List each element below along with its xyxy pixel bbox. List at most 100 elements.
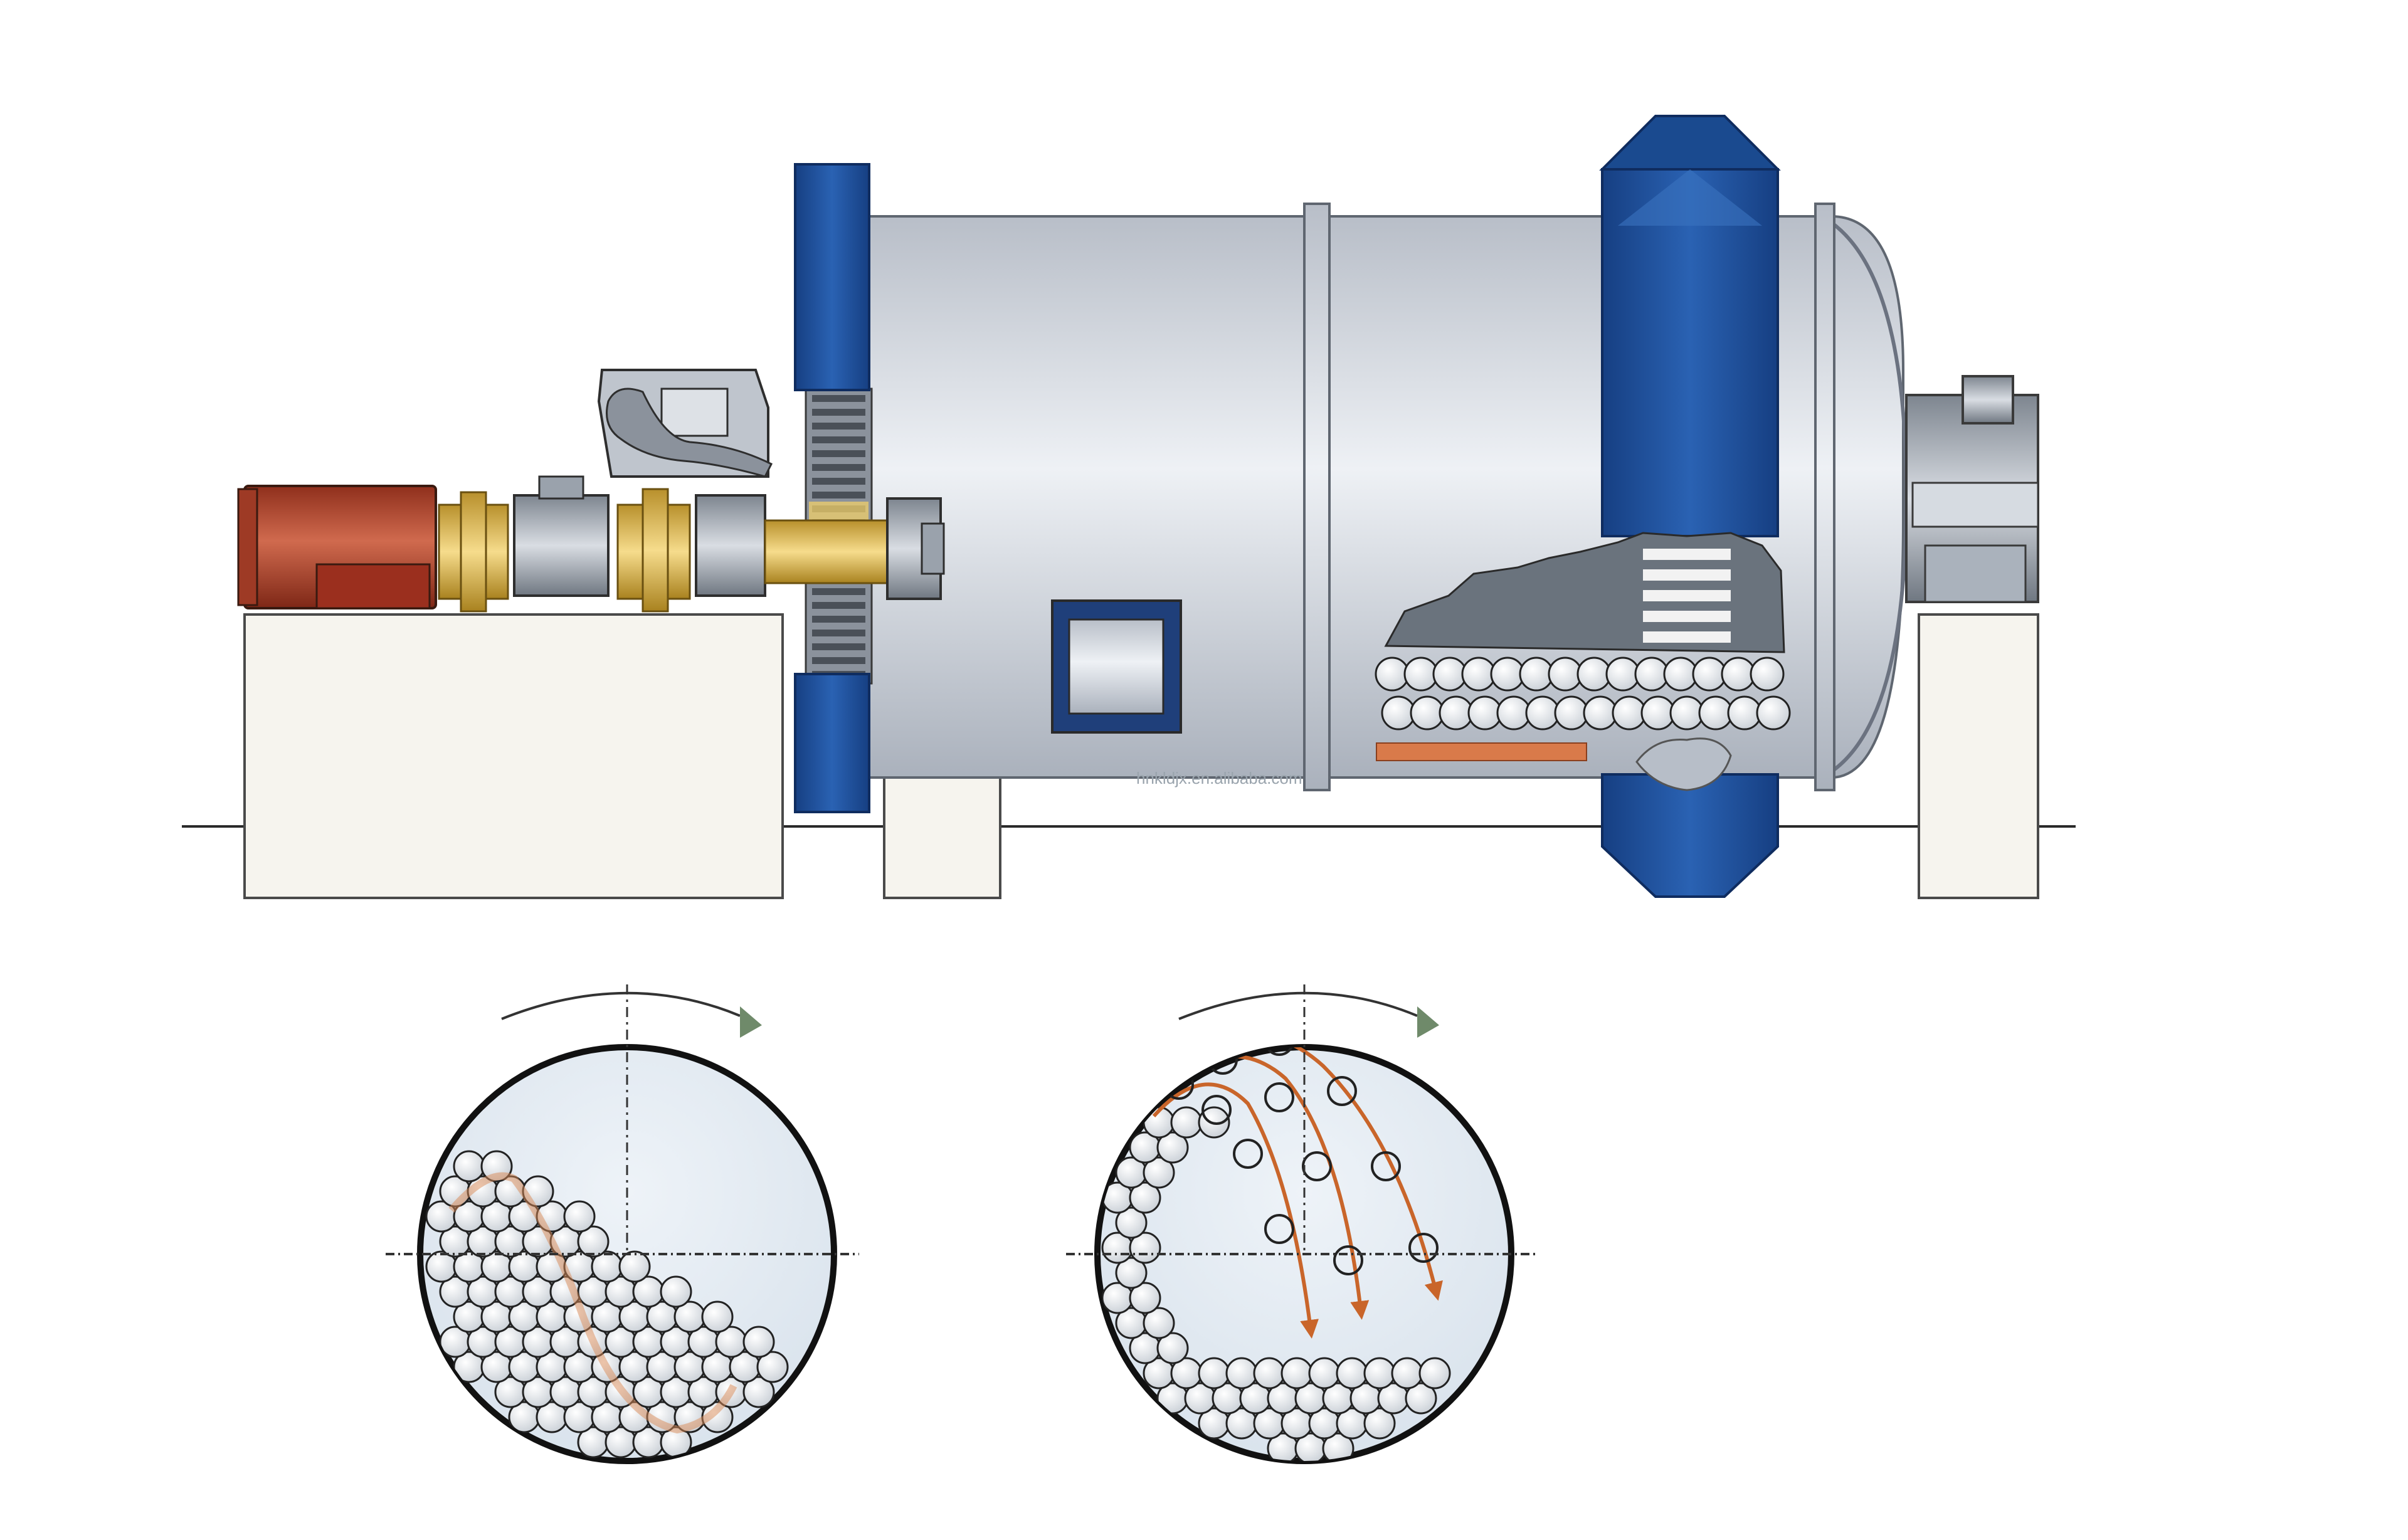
airborne-ball bbox=[1333, 1245, 1363, 1275]
liner-plates bbox=[1643, 549, 1731, 643]
grinding-ball bbox=[1170, 1106, 1203, 1139]
grinding-ball bbox=[1156, 1332, 1189, 1364]
grinding-ball bbox=[1634, 657, 1669, 692]
grinding-ball bbox=[742, 1376, 775, 1408]
grinding-ball bbox=[1663, 657, 1698, 692]
rotation-direction-arrow bbox=[740, 1006, 762, 1038]
airborne-ball bbox=[1201, 1095, 1232, 1125]
grinding-ball bbox=[1381, 695, 1416, 730]
grinding-ball bbox=[1363, 1357, 1396, 1390]
grinding-ball bbox=[1583, 695, 1618, 730]
grinding-ball bbox=[1363, 1407, 1396, 1440]
grinding-ball bbox=[1721, 657, 1756, 692]
grinding-ball bbox=[1143, 1156, 1175, 1189]
grinding-ball bbox=[1576, 657, 1612, 692]
gear-tooth bbox=[812, 492, 865, 498]
gear-tooth bbox=[812, 657, 865, 664]
grinding-ball bbox=[1418, 1357, 1451, 1390]
grinding-ball bbox=[660, 1275, 692, 1308]
grinding-ball bbox=[1519, 657, 1554, 692]
shell-seam-ring bbox=[1303, 203, 1331, 791]
grinding-ball bbox=[1727, 695, 1762, 730]
gear-tooth bbox=[812, 616, 865, 623]
grinding-ball bbox=[1198, 1357, 1230, 1390]
grinding-ball bbox=[1308, 1357, 1341, 1390]
grinding-ball bbox=[1405, 1382, 1437, 1415]
grinding-ball bbox=[1669, 695, 1704, 730]
grinding-ball bbox=[1698, 695, 1733, 730]
rotation-direction-arrow bbox=[1417, 1006, 1439, 1038]
gear-tooth bbox=[812, 450, 865, 457]
feed-end-flange bbox=[794, 163, 870, 391]
grinding-ball bbox=[1525, 695, 1560, 730]
rotation-arc bbox=[501, 991, 741, 1020]
air-clutch bbox=[597, 369, 773, 478]
trajectory-arrow bbox=[1152, 1082, 1319, 1339]
pinion-housing bbox=[695, 494, 766, 597]
gear-tooth bbox=[812, 630, 865, 636]
motor-pedestal bbox=[243, 613, 784, 899]
grinding-ball bbox=[1490, 657, 1525, 692]
grinding-ball bbox=[563, 1200, 596, 1233]
grinding-ball bbox=[1410, 695, 1445, 730]
cascade-trajectory bbox=[448, 1172, 737, 1434]
grinding-ball bbox=[1439, 695, 1474, 730]
cascading-motion-section bbox=[386, 984, 859, 1464]
grinding-ball bbox=[1692, 657, 1727, 692]
gear-tooth bbox=[812, 588, 865, 595]
gear-tooth bbox=[812, 478, 865, 485]
grinding-ball bbox=[756, 1351, 789, 1383]
airborne-ball bbox=[1264, 1082, 1294, 1112]
grinding-balls-cataracting bbox=[1101, 1106, 1451, 1461]
grinding-ball bbox=[742, 1326, 775, 1358]
grinding-ball bbox=[1225, 1357, 1258, 1390]
gear-tooth bbox=[812, 423, 865, 430]
copper-liner bbox=[1376, 742, 1587, 761]
grinding-ball bbox=[1391, 1357, 1423, 1390]
grinding-ball bbox=[1548, 657, 1583, 692]
gear-tooth bbox=[812, 436, 865, 443]
discharge-material bbox=[1635, 737, 1732, 791]
grinding-ball bbox=[453, 1150, 485, 1183]
gear-tooth bbox=[812, 395, 865, 402]
grinding-ball bbox=[1156, 1131, 1189, 1164]
grinding-ball bbox=[1756, 695, 1791, 730]
drive-train bbox=[237, 369, 945, 613]
grinding-ball bbox=[1612, 695, 1647, 730]
grinding-ball bbox=[1496, 695, 1531, 730]
grinding-ball bbox=[1129, 1282, 1161, 1314]
feed-end-flange-lower bbox=[794, 673, 870, 813]
grinding-ball bbox=[1432, 657, 1467, 692]
shell-cutaway bbox=[1375, 532, 1791, 791]
watermark-text: hnkldjx.en.alibaba.com bbox=[1136, 769, 1302, 788]
gear-tooth bbox=[812, 643, 865, 650]
pinion-shaft bbox=[764, 519, 892, 584]
grinding-ball bbox=[1115, 1206, 1148, 1239]
trajectory-arrow bbox=[1165, 1047, 1443, 1301]
grinding-ball bbox=[618, 1250, 651, 1283]
grinding-ball bbox=[1336, 1357, 1368, 1390]
airborne-ball bbox=[1327, 1076, 1357, 1106]
airborne-ball bbox=[1408, 1233, 1439, 1263]
airborne-ball bbox=[1264, 1214, 1294, 1244]
grinding-ball bbox=[1640, 695, 1676, 730]
speed-reducer bbox=[513, 494, 610, 597]
grinding-ball bbox=[1750, 657, 1785, 692]
grinding-ball bbox=[1554, 695, 1589, 730]
end-bearing-pedestal bbox=[1918, 613, 2039, 899]
grinding-ball bbox=[1115, 1257, 1148, 1289]
airborne-ball bbox=[1264, 1047, 1294, 1056]
grinding-ball bbox=[1605, 657, 1640, 692]
grinding-ball bbox=[577, 1225, 610, 1258]
grinding-ball bbox=[1322, 1432, 1354, 1461]
grinding-ball bbox=[1461, 657, 1496, 692]
grinding-ball bbox=[1129, 1181, 1161, 1214]
gear-tooth bbox=[812, 464, 865, 471]
grinding-ball bbox=[1467, 695, 1502, 730]
grinding-balls-cutaway bbox=[1375, 657, 1791, 730]
gear-tooth bbox=[812, 602, 865, 609]
grinding-ball bbox=[1253, 1357, 1286, 1390]
gear-tooth bbox=[812, 409, 865, 416]
rotation-arc bbox=[1178, 991, 1418, 1020]
